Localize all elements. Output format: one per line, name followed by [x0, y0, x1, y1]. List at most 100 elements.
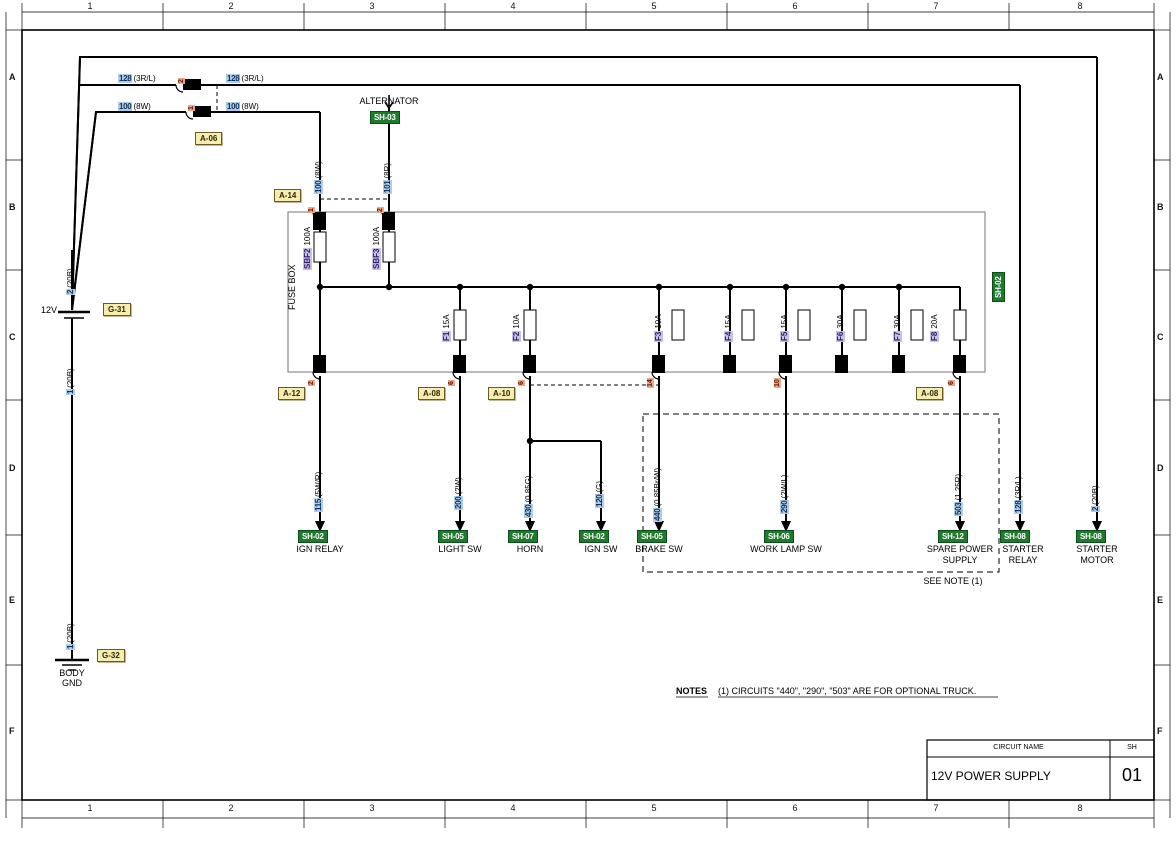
wire-gauge: (8R) — [383, 162, 392, 179]
wire-label-440: 440(0.85Br/W) — [653, 468, 662, 522]
wire-gauge: (8W) — [133, 102, 151, 111]
wire-label-503: 503(1.25R) — [954, 474, 963, 516]
wire-number: 128 — [226, 74, 241, 83]
notes-label: NOTES — [676, 686, 708, 696]
grid-column-6-bottom: 6 — [792, 803, 798, 813]
connector-a-14[interactable]: A-14 — [274, 189, 302, 202]
fuse-rating: 30A — [893, 314, 902, 329]
load-sheet-ref-ign-relay[interactable]: SH-02 — [298, 530, 328, 543]
pin-number-a06-1: 1 — [188, 105, 195, 111]
wire-label-200: 200(2W) — [454, 477, 463, 510]
wire-label-115: 115(5W/R) — [314, 472, 323, 512]
wire-number: 100 — [226, 102, 241, 111]
wire-label-128-right: 128(3R/L) — [226, 74, 264, 83]
wire-number: 120 — [595, 493, 604, 508]
load-name-starter-relay-line2: RELAY — [1008, 555, 1038, 565]
fuse-id: F1 — [442, 330, 451, 342]
grid-column-1: 1 — [87, 1, 93, 11]
notes-text: (1) CIRCUITS "440", "290", "503" ARE FOR… — [718, 686, 977, 696]
load-sheet-ref-starter-motor[interactable]: SH-08 — [1076, 530, 1106, 543]
grid-column-7: 7 — [933, 1, 939, 11]
fuse-rating: 10A — [512, 314, 521, 329]
fuse-label-f7: F730A — [893, 314, 902, 342]
connector-a-08[interactable]: A-08 — [418, 387, 446, 400]
load-name-work-lamp-sw: WORK LAMP SW — [750, 544, 822, 554]
alternator-sheet-ref[interactable]: SH-03 — [370, 111, 400, 124]
fuse-label-sbf3: SBF3100A — [372, 227, 381, 270]
ground-g-31[interactable]: G-31 — [103, 303, 131, 316]
fuse-id: SBF3 — [372, 247, 381, 270]
pin-number-a14-2: 2 — [377, 207, 384, 213]
load-sheet-ref-horn[interactable]: SH-07 — [508, 530, 538, 543]
wire-label-100-left: 100(8W) — [118, 102, 151, 111]
grid-column-8-bottom: 8 — [1077, 803, 1083, 813]
connector-a-10[interactable]: A-10 — [488, 387, 516, 400]
fuse-box-sheet-ref[interactable]: SH-02 — [992, 272, 1005, 302]
body-gnd-label-line2: GND — [62, 678, 82, 688]
load-sheet-ref-work-lamp-sw[interactable]: SH-06 — [764, 530, 794, 543]
grid-row-a-right: A — [1157, 72, 1164, 82]
body-gnd-label-line1: BODY — [59, 668, 85, 678]
wire-label-2-starter-motor: 2(20B) — [1091, 485, 1100, 512]
fuse-label-f4: F415A — [724, 314, 733, 342]
wire-gauge: (0.85G) — [524, 475, 533, 503]
grid-column-2-bottom: 2 — [228, 803, 234, 813]
load-sheet-ref-light-sw[interactable]: SH-05 — [438, 530, 468, 543]
grid-row-c: C — [9, 332, 16, 342]
pin-number-a06-2: 2 — [178, 78, 185, 84]
wire-gauge: (2W/L) — [780, 474, 789, 499]
load-name-brake-sw: BRAKE SW — [635, 544, 683, 554]
fuse-rating: 20A — [930, 314, 939, 329]
fuse-rating: 15A — [780, 314, 789, 329]
ground-g-32[interactable]: G-32 — [97, 649, 125, 662]
wire-gauge: (0.85Br/W) — [653, 467, 662, 507]
load-sheet-ref-brake-sw[interactable]: SH-05 — [637, 530, 667, 543]
grid-column-5-bottom: 5 — [651, 803, 657, 813]
load-sheet-ref-ign-sw[interactable]: SH-02 — [579, 530, 609, 543]
wire-number: 1 — [66, 388, 75, 395]
fuse-rating: 10A — [654, 314, 663, 329]
fuse-rating: 100A — [372, 226, 381, 246]
grid-column-3: 3 — [369, 1, 375, 11]
fuse-rating: 100A — [303, 226, 312, 246]
grid-row-b: B — [9, 202, 16, 212]
wire-number: 2 — [66, 288, 75, 295]
wire-label-120: 120(G) — [595, 481, 604, 508]
fuse-label-sbf2: SBF2100A — [303, 227, 312, 270]
titleblock-header-sh: SH — [1127, 744, 1137, 751]
wire-label-100-vertical: 100(8W) — [314, 161, 323, 194]
titleblock-header-circuit-name: CIRCUIT NAME — [993, 744, 1044, 751]
wire-gauge: (20B) — [66, 623, 75, 643]
connector-a-08-right[interactable]: A-08 — [916, 387, 944, 400]
wire-label-128-left: 128(3R/L) — [118, 74, 156, 83]
wire-gauge: (8W) — [314, 161, 323, 179]
connector-a-06[interactable]: A-06 — [195, 132, 223, 145]
load-sheet-ref-spare-power[interactable]: SH-12 — [938, 530, 968, 543]
load-sheet-ref-starter-relay[interactable]: SH-08 — [1000, 530, 1030, 543]
wire-gauge: (G) — [595, 480, 604, 493]
connector-a-12[interactable]: A-12 — [278, 387, 306, 400]
fuse-label-f1: F115A — [442, 314, 451, 342]
wire-number: 115 — [314, 497, 323, 512]
grid-column-4-bottom: 4 — [510, 803, 516, 813]
wire-gauge: (1.25R) — [954, 473, 963, 501]
see-note-label: SEE NOTE (1) — [923, 576, 983, 586]
wire-gauge: (8W) — [241, 102, 259, 111]
fuse-id: SBF2 — [303, 247, 312, 270]
grid-row-c-right: C — [1157, 332, 1164, 342]
grid-row-f: F — [9, 726, 15, 736]
wire-gauge: (5W/R) — [314, 471, 323, 497]
grid-column-7-bottom: 7 — [933, 803, 939, 813]
pin-number-a12-2: 2 — [308, 380, 315, 386]
grid-row-a: A — [9, 72, 16, 82]
fuse-rating: 15A — [442, 314, 451, 329]
load-name-spare-power-line1: SPARE POWER — [926, 544, 994, 554]
titleblock-sheet-number: 01 — [1121, 765, 1143, 785]
fuse-id: F7 — [893, 330, 902, 342]
load-name-starter-relay-line1: STARTER — [1002, 544, 1044, 554]
wire-label-1-battery: 1(20B) — [66, 368, 75, 395]
wire-number: 100 — [118, 102, 133, 111]
grid-row-d-right: D — [1157, 463, 1164, 473]
load-name-ign-sw: IGN SW — [584, 544, 618, 554]
pin-number-f5-10: 10 — [774, 378, 781, 388]
